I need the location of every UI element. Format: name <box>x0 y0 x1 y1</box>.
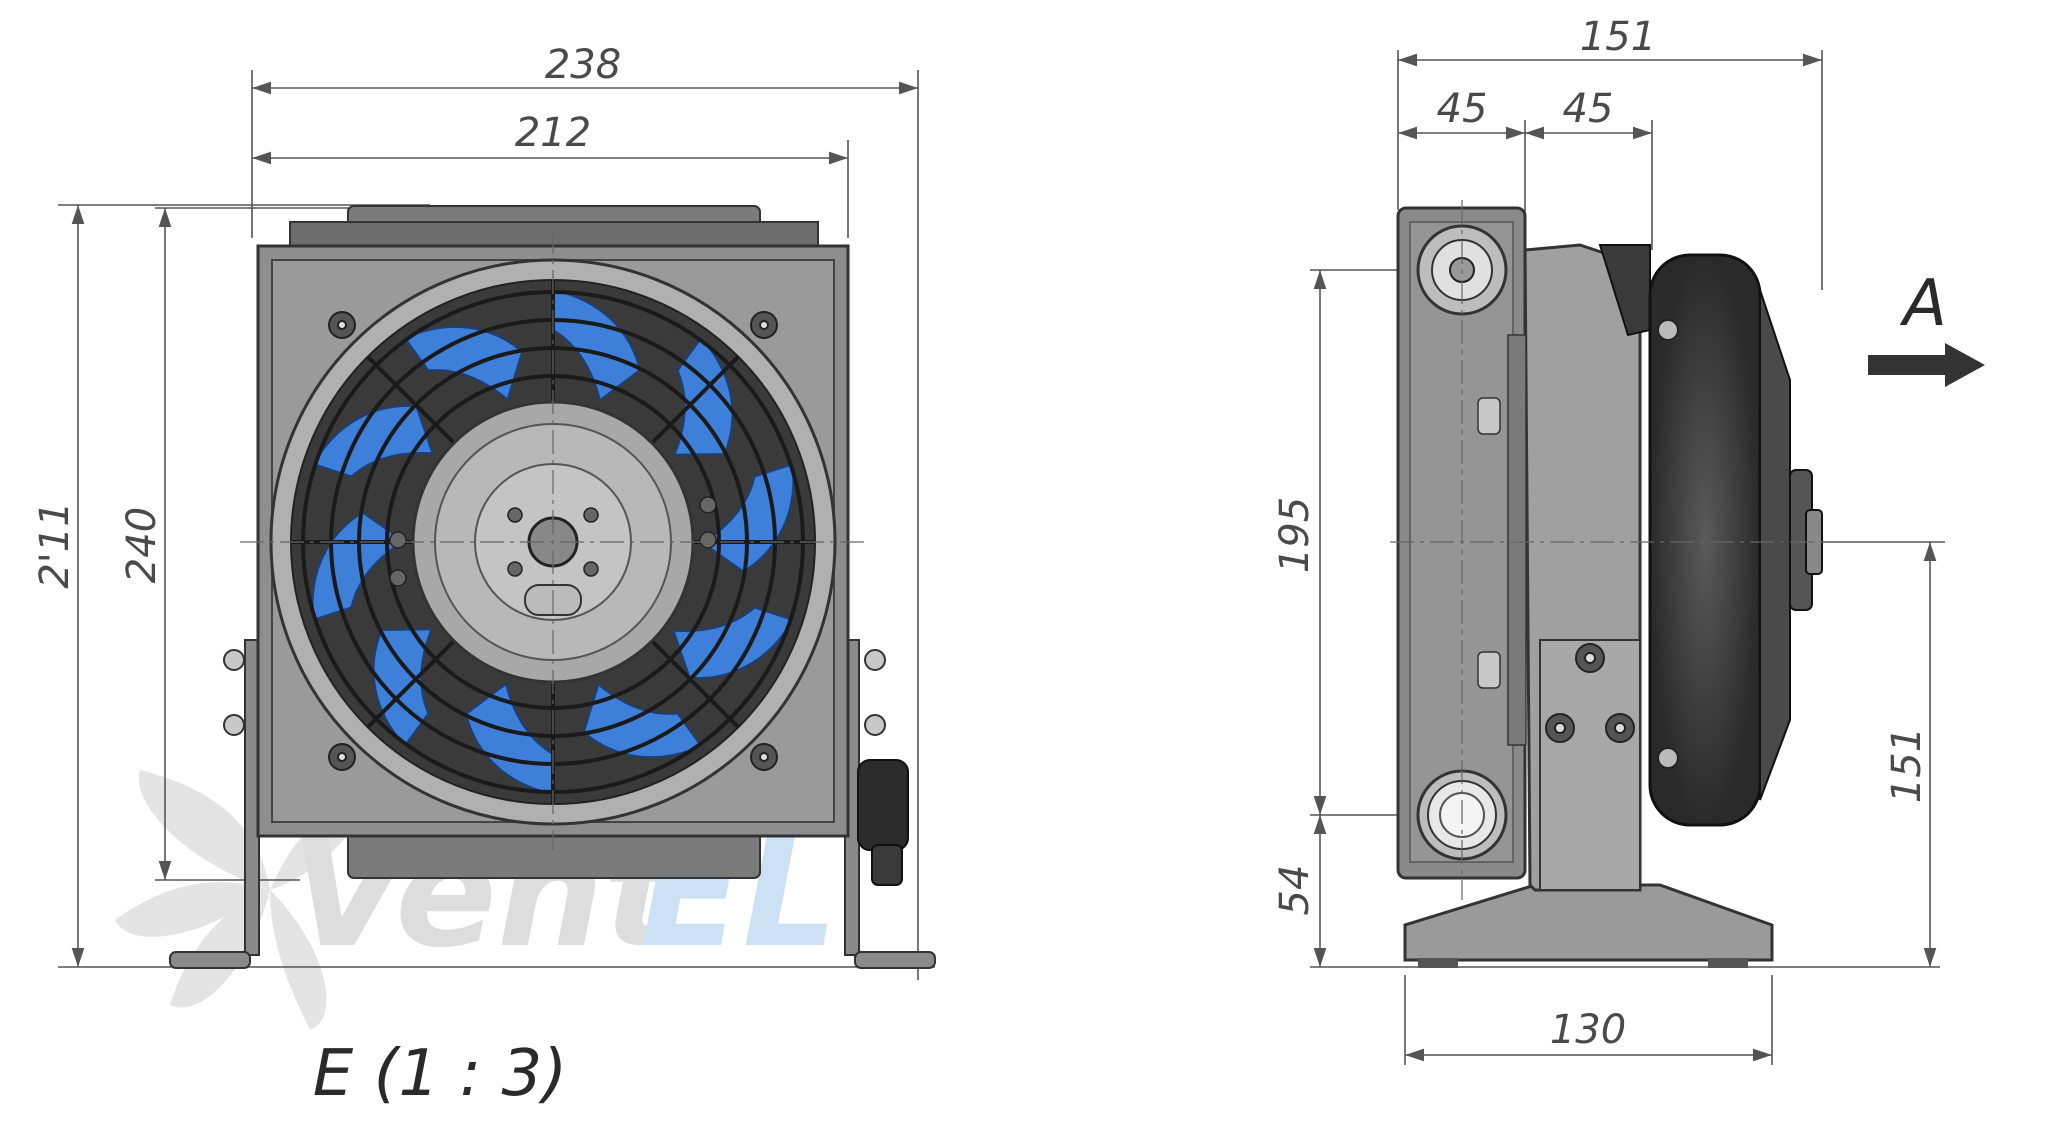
front-center-lines <box>240 230 866 850</box>
side-view: 151 45 45 195 54 151 130 A <box>1272 14 1985 1065</box>
dim-label-core-height: 240 <box>119 507 165 583</box>
side-dimensions <box>1310 50 1945 1065</box>
dim-label-overall-height: 2'11 <box>32 501 78 588</box>
cable-gland <box>857 759 909 886</box>
dim-label-overall-depth: 151 <box>1580 14 1656 60</box>
bottom-tank <box>347 831 761 879</box>
scale-label: E (1 : 3) <box>313 1037 567 1111</box>
side-center-lines <box>1390 200 1840 900</box>
view-arrow <box>1868 343 1985 387</box>
dim-label-lower-port: 54 <box>1272 865 1318 916</box>
dim-label-core-width: 212 <box>515 110 591 156</box>
dim-label-port-spacing: 195 <box>1272 497 1318 573</box>
front-dimensions <box>58 70 935 980</box>
dim-label-core-depth: 45 <box>1437 86 1488 132</box>
front-view: 238 212 2'11 240 <box>32 42 936 1111</box>
dim-label-axis-height: 151 <box>1884 727 1930 803</box>
view-arrow-label: A <box>1899 267 1947 341</box>
dim-label-fan-offset: 45 <box>1563 86 1614 132</box>
dim-label-base-width: 130 <box>1550 1007 1626 1053</box>
corner-bolts <box>328 311 778 771</box>
side-base-plate <box>1403 883 1774 962</box>
dim-label-overall-width: 238 <box>545 42 621 88</box>
